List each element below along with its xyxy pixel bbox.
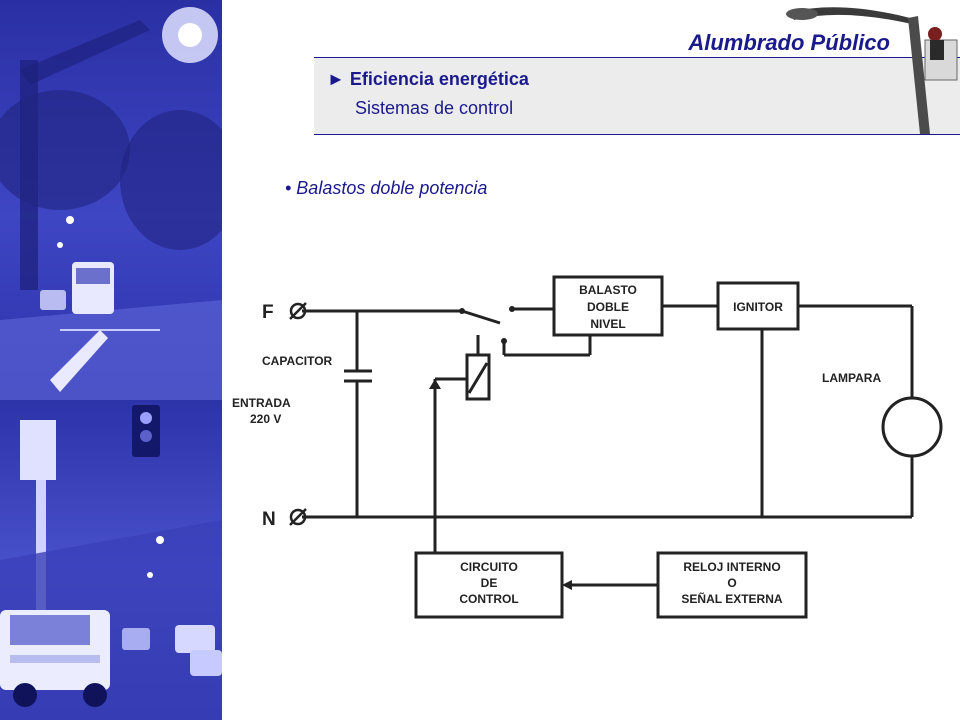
capacitor-label: CAPACITOR — [262, 354, 333, 368]
terminal-n-label: N — [262, 509, 276, 530]
circuit-diagram: F N CAPACITOR ENTRADA 220 V BALASTO DOBL… — [222, 255, 960, 640]
control-label-1: CIRCUITO — [460, 560, 518, 574]
app-title: Alumbrado Público — [688, 30, 890, 55]
street-lighting-photo-collage — [0, 0, 222, 720]
streetlight-worker-photo — [780, 0, 960, 134]
control-label-3: CONTROL — [459, 592, 518, 606]
header-band — [314, 57, 960, 135]
entrada-label: ENTRADA — [232, 396, 291, 410]
lampara-symbol — [881, 396, 943, 458]
lampara-label: LAMPARA — [822, 371, 881, 385]
balasto-label-3: NIVEL — [590, 317, 625, 331]
reloj-label-3: SEÑAL EXTERNA — [681, 591, 782, 606]
entrada-voltage-label: 220 V — [250, 412, 281, 426]
control-label-2: DE — [481, 576, 498, 590]
terminal-f-label: F — [262, 302, 274, 323]
ignitor-label: IGNITOR — [733, 300, 783, 314]
bullet-point: • Balastos doble potencia — [285, 178, 488, 198]
balasto-label-1: BALASTO — [579, 283, 637, 297]
section-title: ► Eficiencia energética — [327, 69, 529, 89]
balasto-label-2: DOBLE — [587, 300, 629, 314]
section-subtitle: Sistemas de control — [355, 98, 514, 118]
reloj-label-1: RELOJ INTERNO — [683, 560, 780, 574]
reloj-label-2: O — [727, 576, 736, 590]
